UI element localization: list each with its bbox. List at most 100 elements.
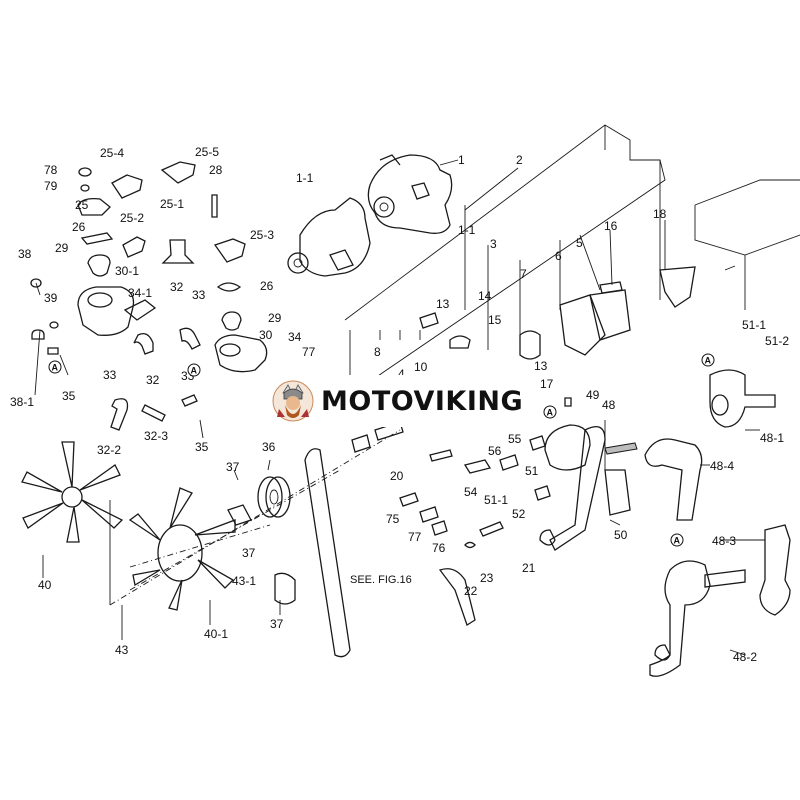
callout: 37 bbox=[242, 546, 256, 560]
callout: 10 bbox=[414, 360, 428, 374]
callout: 32-3 bbox=[144, 429, 168, 443]
callout: 51-1 bbox=[742, 318, 766, 332]
callout: 51-2 bbox=[765, 334, 789, 348]
callout: 78 bbox=[44, 163, 58, 177]
callout: 22 bbox=[464, 584, 478, 598]
callout: 33 bbox=[192, 288, 206, 302]
callout: 30 bbox=[259, 328, 273, 342]
callout: 23 bbox=[480, 571, 494, 585]
callout: 48-2 bbox=[733, 650, 757, 664]
callout: 33 bbox=[103, 368, 117, 382]
callout: 48-1 bbox=[760, 431, 784, 445]
watermark-banner: MOTOVIKING bbox=[265, 375, 540, 427]
callout: 18 bbox=[653, 207, 667, 221]
callout: 34-1 bbox=[128, 286, 152, 300]
callout-labels: 1 2 1-1 1-1 3 4 5 6 7 8 10 13 13 14 15 1… bbox=[10, 145, 789, 664]
callout: 29 bbox=[268, 311, 282, 325]
callout: 38 bbox=[18, 247, 32, 261]
viking-logo-icon bbox=[272, 380, 314, 422]
see-figure-note: SEE. FIG.16 bbox=[350, 574, 412, 586]
water-pipe-48-1 bbox=[709, 369, 776, 428]
callout: 25 bbox=[75, 198, 89, 212]
callout: 7 bbox=[520, 267, 527, 281]
fan-pulleys bbox=[227, 476, 296, 605]
circle-a-marker: A bbox=[547, 408, 554, 418]
engine-block-outline bbox=[344, 124, 800, 396]
callout: 25-4 bbox=[100, 146, 124, 160]
circle-a-marker: A bbox=[52, 363, 59, 373]
cooling-fan-40 bbox=[21, 441, 124, 543]
circle-a-markers: A A A A A bbox=[48, 353, 715, 547]
watermark-text: MOTOVIKING bbox=[321, 385, 524, 417]
callout: 50 bbox=[614, 528, 628, 542]
callout: 14 bbox=[478, 289, 492, 303]
callout: 30-1 bbox=[115, 264, 139, 278]
water-pipe-48-2 bbox=[649, 560, 746, 677]
callout: 26 bbox=[72, 220, 86, 234]
center-lines bbox=[109, 429, 401, 606]
callout: 75 bbox=[386, 512, 400, 526]
callout: 52 bbox=[512, 507, 526, 521]
callout: 51 bbox=[525, 464, 539, 478]
callout: 25-1 bbox=[160, 197, 184, 211]
callout: 3 bbox=[490, 237, 497, 251]
leader-lines bbox=[34, 159, 765, 656]
callout: 26 bbox=[260, 279, 274, 293]
callout: 32 bbox=[146, 373, 160, 387]
callout: 25-5 bbox=[195, 145, 219, 159]
callout: 1-1 bbox=[296, 171, 314, 185]
callout: 25-3 bbox=[250, 228, 274, 242]
thermostat-housing-30 bbox=[214, 334, 268, 373]
callout: 77 bbox=[302, 345, 316, 359]
callout: 28 bbox=[209, 163, 223, 177]
cooling-fan-40-1 bbox=[128, 487, 236, 611]
callout: 13 bbox=[534, 359, 548, 373]
center-fittings bbox=[351, 266, 696, 626]
callout: 5 bbox=[576, 236, 583, 250]
callout: 36 bbox=[262, 440, 276, 454]
callout: 51-1 bbox=[484, 493, 508, 507]
circle-a-marker: A bbox=[191, 366, 198, 376]
callout: 79 bbox=[44, 179, 58, 193]
callout: 48-4 bbox=[710, 459, 734, 473]
callout: 54 bbox=[464, 485, 478, 499]
v-belt bbox=[304, 448, 351, 658]
callout: 15 bbox=[488, 313, 502, 327]
callout: 48-3 bbox=[712, 534, 736, 548]
callout: 38-1 bbox=[10, 395, 34, 409]
callout: 6 bbox=[555, 249, 562, 263]
callout: 1-1 bbox=[458, 223, 476, 237]
callout: 48 bbox=[602, 398, 616, 412]
circle-a-marker: A bbox=[674, 536, 681, 546]
circle-a-marker: A bbox=[705, 356, 712, 366]
callout: 2 bbox=[516, 153, 523, 167]
callout: 32-2 bbox=[97, 443, 121, 457]
callout: 32 bbox=[170, 280, 184, 294]
callout: 8 bbox=[374, 345, 381, 359]
callout: 37 bbox=[270, 617, 284, 631]
callout: 17 bbox=[540, 377, 554, 391]
callout: 39 bbox=[44, 291, 58, 305]
callout: 4 bbox=[398, 367, 405, 381]
callout: 49 bbox=[586, 388, 600, 402]
callout: 40-1 bbox=[204, 627, 228, 641]
callout: 77 bbox=[408, 530, 422, 544]
callout: 16 bbox=[604, 219, 618, 233]
callout: 55 bbox=[508, 432, 522, 446]
callout: 40 bbox=[38, 578, 52, 592]
callout: 56 bbox=[488, 444, 502, 458]
callout: 20 bbox=[390, 469, 404, 483]
callout: 76 bbox=[432, 541, 446, 555]
callout: 34 bbox=[288, 330, 302, 344]
callout: 35 bbox=[62, 389, 76, 403]
thermostat-housing-30-1 bbox=[77, 286, 157, 336]
water-pump-assembly bbox=[287, 197, 371, 277]
callout: 43-1 bbox=[232, 574, 256, 588]
callout: 29 bbox=[55, 241, 69, 255]
thermostat-parts-upper-left bbox=[77, 161, 246, 331]
callout: 37 bbox=[226, 460, 240, 474]
hoses-left bbox=[30, 278, 201, 431]
water-pipe-48-4 bbox=[604, 438, 703, 521]
water-pump-body bbox=[367, 154, 453, 234]
